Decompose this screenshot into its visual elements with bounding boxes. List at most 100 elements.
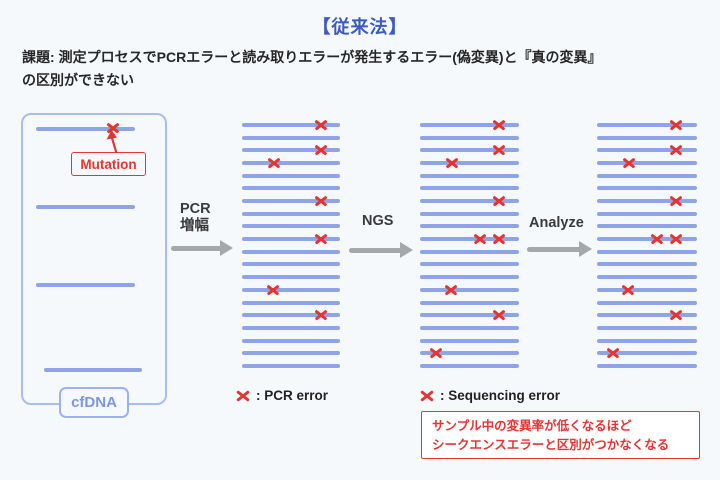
read-line — [597, 275, 697, 280]
read-line — [597, 135, 697, 140]
read-line — [242, 199, 340, 204]
sequencing-error-x-icon — [420, 389, 434, 402]
read-line — [597, 351, 697, 356]
error-x-icon — [445, 283, 458, 296]
read-line — [420, 148, 519, 153]
cfdna-fragment-line — [36, 283, 135, 287]
read-line — [242, 161, 340, 166]
pcr-error-x-icon — [236, 389, 250, 402]
warning-note-line-1: サンプル中の変異率が低くなるほど — [432, 419, 632, 433]
read-line — [420, 351, 519, 356]
error-x-icon — [607, 347, 620, 360]
read-line — [420, 363, 519, 368]
error-x-icon — [315, 119, 328, 132]
read-line — [420, 237, 519, 242]
error-x-icon — [315, 233, 328, 246]
read-line — [420, 262, 519, 267]
warning-note: サンプル中の変異率が低くなるほど シークエンスエラーと区別がつかなくなる — [421, 411, 700, 459]
read-line — [420, 186, 519, 191]
read-line — [242, 237, 340, 242]
read-line — [597, 224, 697, 229]
diagram-title: 【従来法】 — [312, 17, 408, 37]
read-line — [242, 287, 340, 292]
read-line — [420, 313, 519, 318]
reads-column-after-pcr — [242, 123, 340, 375]
read-line — [420, 287, 519, 292]
read-line — [420, 325, 519, 330]
problem-line-2: の区別ができない — [22, 72, 134, 88]
read-line — [420, 211, 519, 216]
read-line — [420, 199, 519, 204]
ngs-arrow-icon — [349, 242, 413, 258]
error-x-icon — [623, 157, 636, 170]
read-line — [242, 148, 340, 153]
error-x-icon — [670, 144, 683, 157]
analyze-arrow-icon — [527, 241, 592, 257]
read-line — [597, 161, 697, 166]
read-line — [242, 363, 340, 368]
error-x-icon — [267, 283, 280, 296]
reads-column-after-ngs — [420, 123, 519, 375]
read-line — [420, 224, 519, 229]
error-x-icon — [493, 144, 506, 157]
read-line — [420, 135, 519, 140]
mutation-label: Mutation — [71, 152, 146, 176]
cfdna-fragment-line — [36, 127, 135, 131]
step-analyze-label: Analyze — [529, 215, 584, 231]
error-x-icon — [493, 309, 506, 322]
error-x-icon — [493, 233, 506, 246]
error-x-icon — [446, 157, 459, 170]
error-x-icon — [670, 119, 683, 132]
pcr-arrow-icon — [171, 240, 233, 256]
read-line — [242, 262, 340, 267]
read-line — [597, 199, 697, 204]
read-line — [597, 123, 697, 127]
error-x-icon — [493, 195, 506, 208]
read-line — [597, 148, 697, 153]
error-x-icon — [670, 233, 683, 246]
read-line — [242, 224, 340, 229]
read-line — [242, 186, 340, 191]
warning-note-line-2: シークエンスエラーと区別がつかなくなる — [432, 438, 670, 452]
error-x-icon — [430, 347, 443, 360]
read-line — [597, 325, 697, 330]
read-line — [242, 211, 340, 216]
error-x-icon — [315, 195, 328, 208]
error-x-icon — [651, 233, 664, 246]
read-line — [242, 338, 340, 343]
read-line — [420, 338, 519, 343]
read-line — [242, 300, 340, 305]
read-line — [242, 173, 340, 178]
error-x-icon — [670, 309, 683, 322]
read-line — [597, 363, 697, 368]
problem-label: 課題: — [22, 49, 55, 65]
cfdna-fragment-line — [44, 368, 142, 372]
reads-column-after-analyze — [597, 123, 697, 375]
read-line — [242, 351, 340, 356]
legend-pcr-error: : PCR error — [236, 388, 328, 404]
error-x-icon — [493, 119, 506, 132]
read-line — [597, 186, 697, 191]
legend-sequencing-error: : Sequencing error — [420, 388, 560, 404]
read-line — [420, 123, 519, 127]
read-line — [420, 300, 519, 305]
read-line — [597, 338, 697, 343]
problem-line-1: 課題:測定プロセスでPCRエラーと読み取りエラーが発生するエラー(偽変異)と『真… — [22, 49, 602, 65]
error-x-icon — [670, 195, 683, 208]
read-line — [242, 135, 340, 140]
read-line — [242, 313, 340, 318]
cfdna-label: cfDNA — [59, 387, 129, 418]
read-line — [597, 313, 697, 318]
error-x-icon — [474, 233, 487, 246]
step-pcr-label: PCR 増幅 — [180, 201, 211, 234]
read-line — [420, 249, 519, 254]
read-line — [420, 173, 519, 178]
read-line — [597, 211, 697, 216]
mutation-x-icon — [107, 122, 120, 135]
read-line — [420, 275, 519, 280]
read-line — [597, 173, 697, 178]
read-line — [242, 249, 340, 254]
error-x-icon — [315, 144, 328, 157]
error-x-icon — [315, 309, 328, 322]
